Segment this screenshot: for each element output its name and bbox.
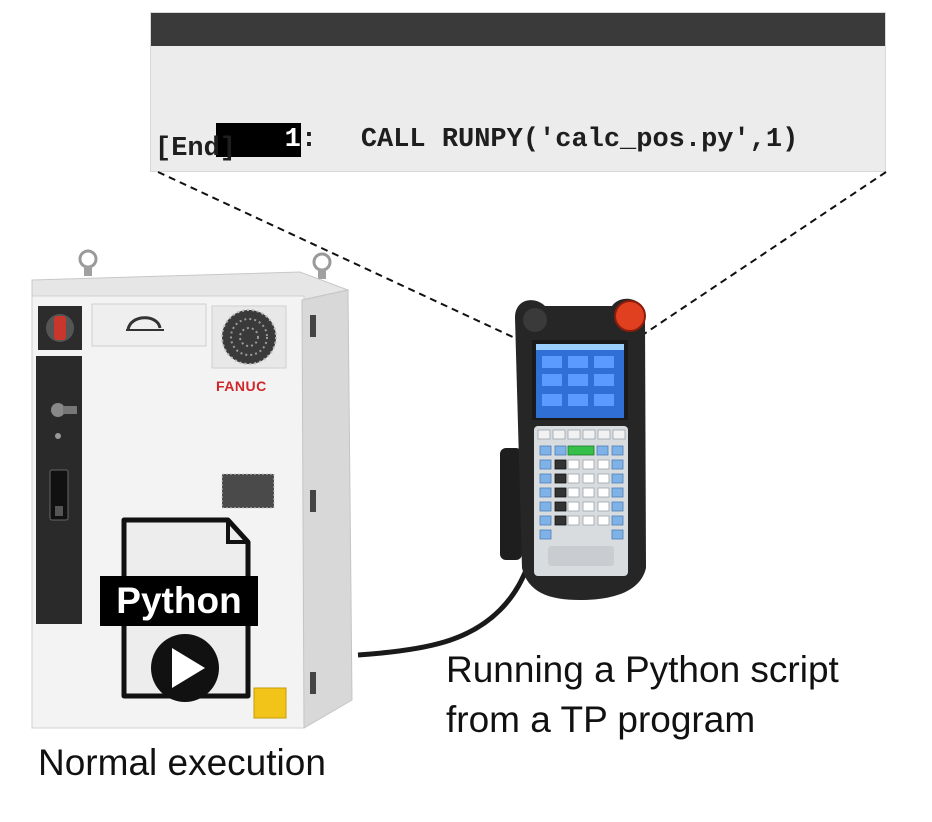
caption-tp-line-2: from a TP program <box>446 699 756 740</box>
emergency-stop-icon <box>614 300 646 332</box>
tp-line-code: CALL RUNPY('calc_pos.py',1) <box>360 125 799 155</box>
zoom-line-left <box>157 171 516 339</box>
tp-line-separator: : <box>300 125 318 155</box>
teach-pendant <box>500 298 646 600</box>
tp-screen-titlebar <box>151 13 885 46</box>
robot-controller-cabinet <box>31 249 353 729</box>
fanuc-brand-logo: FANUC <box>216 378 267 394</box>
tp-program-line-1[interactable]: 1: CALL RUNPY('calc_pos.py',1) <box>151 93 798 157</box>
caption-normal-execution: Normal execution <box>38 742 326 783</box>
tp-line-number-cursor: 1 <box>215 123 301 157</box>
zoom-line-right <box>637 171 887 339</box>
caption-tp-line-1: Running a Python script <box>446 649 839 690</box>
python-file-badge: Python <box>100 576 258 626</box>
tp-end-marker: [End] <box>155 134 237 164</box>
tp-program-screen: 1: CALL RUNPY('calc_pos.py',1) [End] <box>150 12 886 172</box>
caption-tp-program: Running a Python script from a TP progra… <box>446 645 839 745</box>
